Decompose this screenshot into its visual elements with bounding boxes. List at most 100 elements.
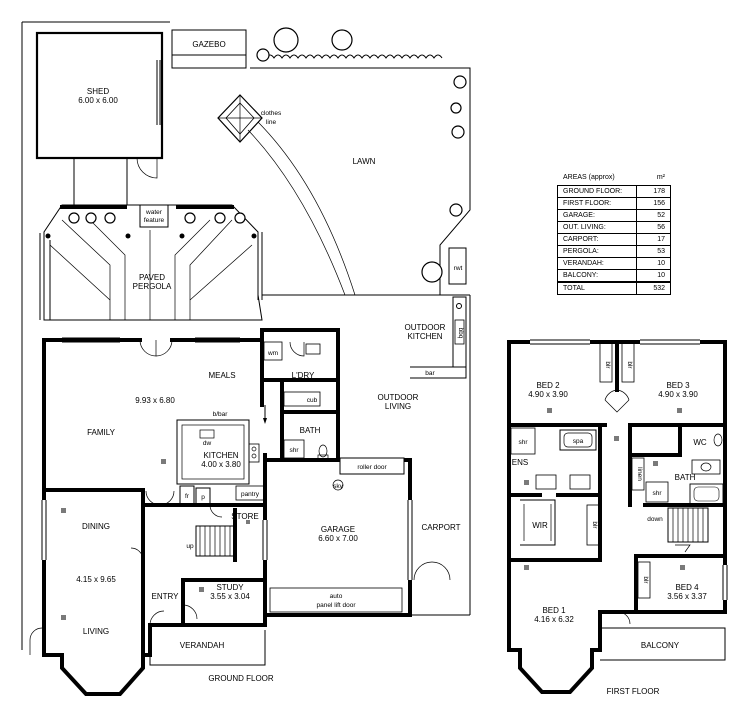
bed3-size: 4.90 x 3.90 xyxy=(658,390,698,399)
water-feature-label-2: feature xyxy=(144,217,165,224)
wm-label: wm xyxy=(267,350,278,357)
first-bath: WC BATH linen shr down xyxy=(631,433,724,553)
entry-label: ENTRY xyxy=(152,592,180,601)
hedge xyxy=(256,27,443,62)
areas-row: CARPORT: 17 xyxy=(558,234,670,246)
first-bath-label: BATH xyxy=(675,473,696,482)
clothes-line: clothes line xyxy=(217,94,356,296)
bed1-label: BED 1 xyxy=(542,606,566,615)
bar-label: bar xyxy=(425,370,435,377)
stairs-up-label: up xyxy=(186,543,194,550)
areas-row-label: CARPORT: xyxy=(558,234,637,245)
areas-row-value: 17 xyxy=(657,236,665,243)
areas-row: VERANDAH:10 xyxy=(558,258,670,270)
areas-row-label: OUT. LIVING: xyxy=(558,222,637,233)
robes: blr blr blr blr xyxy=(586,341,651,599)
bed1-size: 4.16 x 6.32 xyxy=(534,615,574,624)
ens-shr-label: shr xyxy=(518,439,528,446)
bed4-size: 3.56 x 3.37 xyxy=(667,592,707,601)
areas-total-value: 532 xyxy=(653,285,665,292)
pergola: water feature PAVED PERGOLA xyxy=(39,204,263,321)
areas-row-label: GARAGE: xyxy=(558,210,637,221)
areas-row-value: 10 xyxy=(657,272,665,279)
areas-row: PERGOLA:53 xyxy=(558,246,670,258)
areas-box: GROUND FLOOR:178 FIRST FLOOR: 156 GARAGE:… xyxy=(557,185,671,295)
areas-row-value: 156 xyxy=(653,200,665,207)
areas-header-label: AREAS (approx) xyxy=(563,174,615,181)
bed2-label: BED 2 xyxy=(536,381,560,390)
areas-row-value: 56 xyxy=(657,224,665,231)
rainwater-tank: rwt xyxy=(448,247,467,285)
kitchen-island: dw b/bar KITCHEN 4.00 x 3.80 xyxy=(176,411,260,485)
pergola-doors xyxy=(139,339,173,357)
areas-row: BALCONY:10 xyxy=(558,270,670,282)
outdoor-living-label-1: OUTDOOR xyxy=(378,393,419,402)
wir-label: WIR xyxy=(532,521,548,530)
first-labels: BED 2 4.90 x 3.90 BED 3 4.90 x 3.90 BED … xyxy=(528,381,707,696)
wir: WIR xyxy=(520,499,556,546)
areas-table: AREAS (approx) m² GROUND FLOOR:178 FIRST… xyxy=(557,172,671,295)
blr-label-bed4: blr xyxy=(642,576,649,584)
pergola-label-1: PAVED xyxy=(139,273,165,282)
fr-label: fr xyxy=(185,493,190,500)
areas-row-value: 52 xyxy=(657,212,665,219)
bath-label: BATH xyxy=(300,426,321,435)
roller-door-label: roller door xyxy=(357,464,387,471)
first-floor-title: FIRST FLOOR xyxy=(607,687,660,696)
study-size: 3.55 x 3.04 xyxy=(210,592,250,601)
areas-header: AREAS (approx) m² xyxy=(557,172,671,183)
areas-row-label: FIRST FLOOR: xyxy=(558,198,637,209)
shed-label: SHED xyxy=(87,87,109,96)
auto-door-label-2: panel lift door xyxy=(316,602,356,609)
blr-label-bed1: blr xyxy=(591,521,598,529)
family-size: 9.93 x 6.80 xyxy=(135,396,175,405)
first-smoke-detectors xyxy=(524,408,685,570)
bed2-size: 4.90 x 3.90 xyxy=(528,390,568,399)
bbar-label: b/bar xyxy=(213,411,229,418)
outdoor-kitchen-label-1: OUTDOOR xyxy=(405,323,446,332)
shed-size: 6.00 x 6.00 xyxy=(78,96,118,105)
outdoor-living-label-2: LIVING xyxy=(385,402,411,411)
bed3-label: BED 3 xyxy=(666,381,690,390)
blr-label-bed2: blr xyxy=(604,361,611,369)
shed: SHED 6.00 x 6.00 xyxy=(35,31,164,205)
areas-row-value: 10 xyxy=(657,260,665,267)
carport-label: CARPORT xyxy=(422,523,461,532)
rwt-label: rwt xyxy=(454,265,463,272)
ldry-label: L'DRY xyxy=(292,371,315,380)
first-windows xyxy=(530,339,728,600)
dining-label: DINING xyxy=(82,522,110,531)
areas-row: OUT. LIVING: 56 xyxy=(558,222,670,234)
ground-walls xyxy=(42,328,412,696)
cub-label: cub xyxy=(307,397,318,404)
ground-windows xyxy=(29,337,413,655)
stairs-down-label: down xyxy=(647,516,663,523)
ensuite: shr spa ENS xyxy=(510,427,597,490)
ens-label: ENS xyxy=(512,458,528,467)
living-label: LIVING xyxy=(83,627,109,636)
fridge-pantry: fr p pantry xyxy=(179,485,265,505)
balcony xyxy=(600,611,726,661)
pantry-label: pantry xyxy=(241,491,260,498)
kitchen-label: KITCHEN xyxy=(203,451,238,460)
areas-row: FIRST FLOOR: 156 xyxy=(558,198,670,210)
areas-row-label: GROUND FLOOR: xyxy=(558,186,637,197)
water-feature-label-1: water xyxy=(145,209,163,216)
pergola-label-2: PERGOLA xyxy=(133,282,172,291)
balcony-label: BALCONY xyxy=(641,641,680,650)
site-outline xyxy=(21,21,471,650)
areas-row: GROUND FLOOR:178 xyxy=(558,186,670,198)
shr-label: shr xyxy=(289,447,299,454)
dining-size: 4.15 x 9.65 xyxy=(76,575,116,584)
bed4-label: BED 4 xyxy=(675,583,699,592)
gazebo-label: GAZEBO xyxy=(192,40,225,49)
meals-label: MEALS xyxy=(208,371,235,380)
areas-row: GARAGE: 52 xyxy=(558,210,670,222)
clothes-label-2: line xyxy=(266,119,277,126)
ground-smoke-detectors xyxy=(61,459,250,620)
first-shr-label: shr xyxy=(652,490,662,497)
wc-label: WC xyxy=(693,438,707,447)
gazebo: GAZEBO xyxy=(171,29,247,69)
